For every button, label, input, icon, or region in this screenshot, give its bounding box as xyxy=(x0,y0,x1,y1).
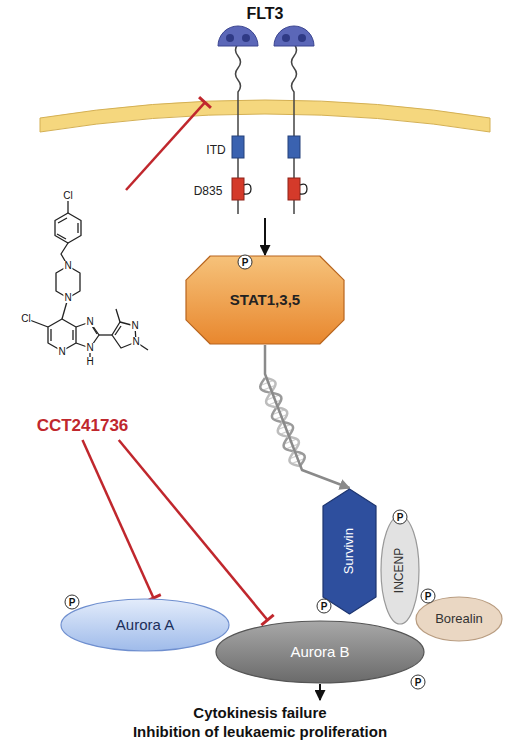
itd-box xyxy=(232,136,244,158)
receptor-dot xyxy=(298,34,306,42)
node-text: CCT241736 xyxy=(37,415,129,436)
aurora-a-ellipse: Aurora A xyxy=(60,598,230,652)
node-text: Inhibition of leukaemic proliferation xyxy=(133,723,387,742)
signalling-arrow xyxy=(265,345,350,488)
receptor-ectodomain xyxy=(274,26,314,46)
atom-label: N xyxy=(63,261,72,271)
phospho-badge: P xyxy=(421,589,436,604)
aurora-b-ellipse xyxy=(216,621,424,683)
survivin-shape: Survivin xyxy=(322,488,377,615)
inhibition-line xyxy=(126,102,205,190)
atom-label: N xyxy=(131,337,140,347)
node-text: FLT3 xyxy=(246,4,283,24)
atom-label: H xyxy=(85,357,94,367)
activation-arrow xyxy=(264,218,266,255)
phospho-badge: P xyxy=(65,595,80,610)
cell-membrane xyxy=(40,100,490,132)
aurora-a-ellipse xyxy=(61,599,229,651)
atom-label: N xyxy=(57,347,66,357)
d835-box xyxy=(288,178,300,200)
atom-label: N xyxy=(85,343,94,353)
compound-structure: CCT241736 xyxy=(10,190,155,440)
node-text: INCENP xyxy=(393,547,408,592)
receptor-ectodomain xyxy=(218,26,258,46)
outcome-arrow xyxy=(319,684,321,700)
phospho-badge: P xyxy=(238,255,253,270)
survivin-shape xyxy=(323,489,376,614)
atom-label: Cl xyxy=(20,314,31,324)
atom-label: Cl xyxy=(62,191,73,201)
incenp-ellipse xyxy=(381,516,419,624)
aurora-b-ellipse: Aurora B xyxy=(215,620,425,684)
receptor-dot xyxy=(226,34,234,42)
double-bond xyxy=(115,326,121,335)
receptor-dot xyxy=(282,34,290,42)
inhibition-line xyxy=(83,440,154,598)
double-bond xyxy=(92,326,97,334)
node-text: Borealin xyxy=(435,611,483,627)
itd-box xyxy=(288,136,300,158)
borealin-ellipse xyxy=(416,597,502,641)
mutation-label: D835 xyxy=(192,184,225,198)
loop-hook xyxy=(300,184,307,194)
loop-hook xyxy=(244,184,251,194)
inhibition-line xyxy=(119,440,268,620)
node-text: STAT1,3,5 xyxy=(230,291,300,310)
stat-octagon: STAT1,3,5 xyxy=(185,255,345,345)
bond xyxy=(99,334,112,335)
node-text: Cytokinesis failure xyxy=(193,704,326,723)
d835-box xyxy=(232,178,244,200)
double-bond xyxy=(51,329,73,341)
methyl-bond xyxy=(116,309,148,350)
double-bond xyxy=(57,218,78,239)
mutation-label: ITD xyxy=(204,143,227,157)
receptor-dot xyxy=(242,34,250,42)
node-text: Aurora B xyxy=(290,643,349,662)
bond xyxy=(67,199,68,213)
atom-label: N xyxy=(63,293,72,303)
node-text: Survivin xyxy=(341,528,357,574)
molecule-structure xyxy=(27,199,148,361)
receptor-right xyxy=(274,26,314,214)
atom-label: N xyxy=(85,317,94,327)
phospho-badge: P xyxy=(393,510,408,525)
outcome-text: Cytokinesis failureInhibition of leukaem… xyxy=(20,700,500,748)
incenp-ellipse: INCENP xyxy=(380,515,420,625)
phospho-badge: P xyxy=(317,599,332,614)
benzene-ring xyxy=(55,213,81,243)
stat-octagon xyxy=(186,256,344,344)
node-text: Aurora A xyxy=(116,616,174,635)
phospho-badge: P xyxy=(411,675,426,690)
atom-label: N xyxy=(130,321,139,331)
